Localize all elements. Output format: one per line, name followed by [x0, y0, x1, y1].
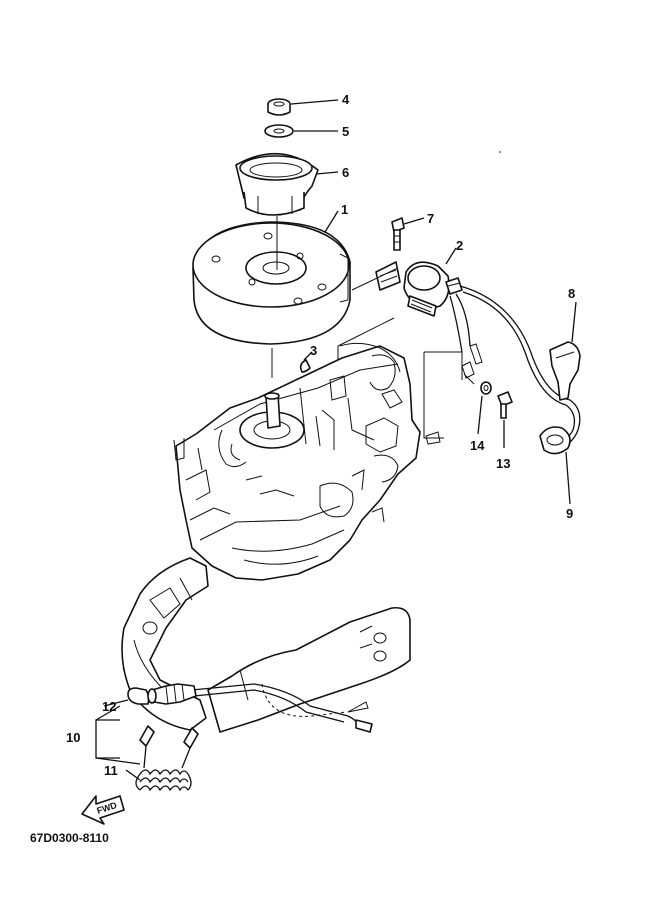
bracket-10 [95, 719, 120, 759]
leader-4 [290, 99, 339, 105]
leader-14 [477, 395, 483, 435]
bolt-part-7 [391, 217, 405, 251]
leader-10 [95, 705, 141, 765]
flywheel-part-1 [192, 221, 351, 345]
cap-part-12 [127, 687, 150, 705]
washer-part-14 [480, 381, 492, 395]
leader-11 [125, 769, 141, 781]
leader-9 [565, 451, 571, 505]
clip-part-9 [539, 426, 571, 455]
pulley-part-6 [235, 152, 319, 216]
engine-powerhead [173, 342, 421, 581]
lower-bracket [121, 557, 209, 731]
callout-14: 14 [470, 438, 485, 453]
callout-9: 9 [566, 506, 573, 521]
steering-handle [207, 606, 411, 733]
leader-6 [315, 171, 339, 175]
connector-terminals [425, 361, 475, 445]
nut-part-4 [267, 98, 291, 116]
stop-switch-lead [191, 683, 373, 733]
leader-8 [571, 301, 577, 343]
callout-8: 8 [568, 286, 575, 301]
drawing-code: 67D0300-8110 [30, 831, 109, 845]
callout-3: 3 [310, 343, 317, 358]
ignition-coil-part-2 [375, 261, 463, 317]
callout-13: 13 [496, 456, 510, 471]
leader-1 [324, 210, 339, 233]
screw-part-13 [497, 391, 513, 419]
leader-12 [103, 699, 129, 707]
plug-cap-part-8 [549, 341, 581, 401]
woodruff-key-part-3 [299, 359, 311, 373]
leader-2 [445, 247, 457, 265]
callout-5: 5 [342, 124, 349, 139]
leader-3 [303, 351, 313, 361]
callout-4: 4 [342, 92, 350, 107]
washer-part-5 [264, 124, 294, 138]
callout-10: 10 [66, 730, 80, 745]
callout-11: 11 [104, 763, 118, 778]
lanyard-part-11 [135, 725, 199, 792]
callout-7: 7 [427, 211, 434, 226]
forward-direction-arrow: FWD [81, 795, 125, 825]
leader-7 [403, 217, 425, 225]
callout-6: 6 [342, 165, 349, 180]
callout-2: 2 [456, 238, 463, 253]
callout-1: 1 [341, 202, 348, 217]
stop-switch-part-10 [147, 683, 197, 705]
